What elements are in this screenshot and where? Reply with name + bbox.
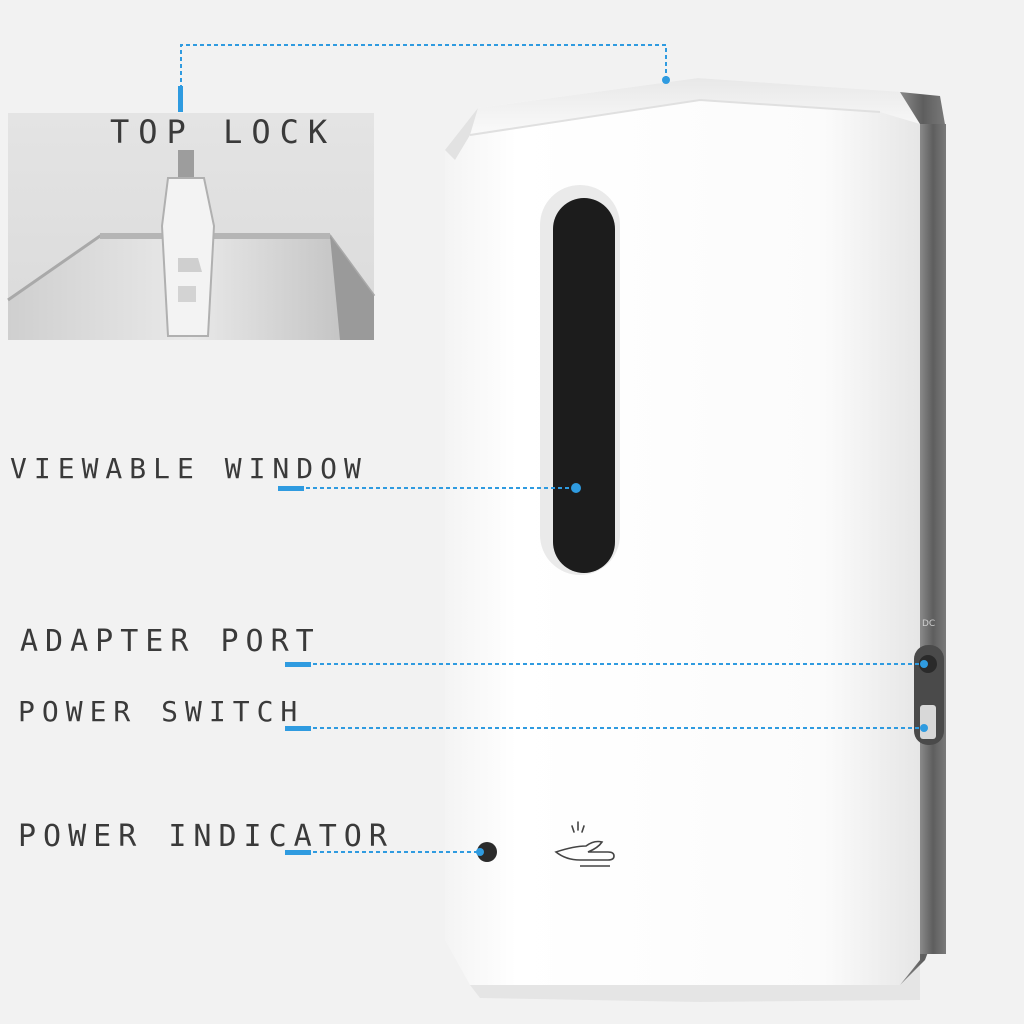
hand-sensor-icon [554,821,615,867]
power-indicator-label: POWER INDICATOR [18,819,394,854]
top-lock-inset [7,113,376,340]
top-lock-label: TOP LOCK [110,113,337,151]
adapter-port-label: ADAPTER PORT [20,624,321,659]
power-indicator-led [477,842,497,862]
top-lock-tab [160,150,216,337]
svg-text:DC: DC [922,619,935,629]
leader-accents [178,76,928,856]
power-switch [920,705,936,739]
top-lock-leader [180,44,667,110]
power-switch-label: POWER SWITCH [18,695,305,728]
soap-dispenser [445,78,946,1002]
viewable-window-label: VIEWABLE WINDOW [10,452,368,485]
viewable-window-glass [553,198,615,573]
leader-lines [180,44,924,853]
